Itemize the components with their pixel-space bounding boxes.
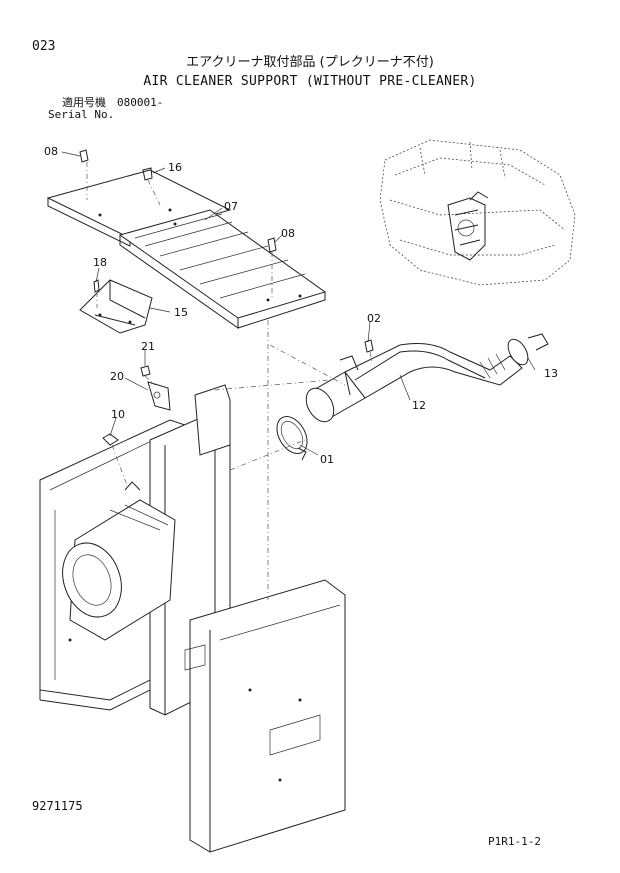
callout-12: 12 [412,399,426,412]
serial-label-english: Serial No. [48,108,115,121]
part-20-mount [147,381,171,411]
serial-label-japanese: 適用号機 [62,96,106,109]
callout-02: 02 [367,312,381,325]
callout-18: 18 [93,256,107,269]
air-cleaner-body [62,481,176,641]
page-number: 023 [32,39,56,54]
callout-07: 07 [224,200,238,213]
part-15-bracket [79,279,153,334]
part-12-intake-hose [305,343,523,423]
part-01-clamp-ring [276,416,308,461]
title-english: AIR CLEANER SUPPORT (WITHOUT PRE-CLEANER… [143,74,477,89]
part-13-clamp [507,333,549,366]
callout-15: 15 [174,306,188,319]
callout-leader-lines [61,151,536,456]
callout-08-right: 08 [281,227,295,240]
callout-01: 01 [320,453,334,466]
page-code: P1R1-1-2 [488,835,541,848]
bolt-21 [140,365,151,377]
callout-20: 20 [110,370,124,383]
callout-08-top: 08 [44,145,58,158]
callout-10: 10 [111,408,125,421]
callout-21: 21 [141,340,155,353]
part-02-bolt [364,339,374,353]
document-number: 9271175 [32,799,83,813]
callout-16: 16 [168,161,182,174]
bolt-18 [93,279,100,293]
bolt-08-right [267,237,277,253]
bolt-16 [142,167,153,181]
part-10-clip [102,433,119,446]
serial-value: 080001- [117,96,164,109]
part-07-support-bracket [46,169,327,329]
assembly-center-lines [86,162,373,600]
callout-13: 13 [544,367,558,380]
title-japanese: エアクリーナ取付部品 (プレクリーナ不付) [186,55,434,70]
machine-overview-inset [379,139,576,286]
bolt-08-top [79,149,89,163]
